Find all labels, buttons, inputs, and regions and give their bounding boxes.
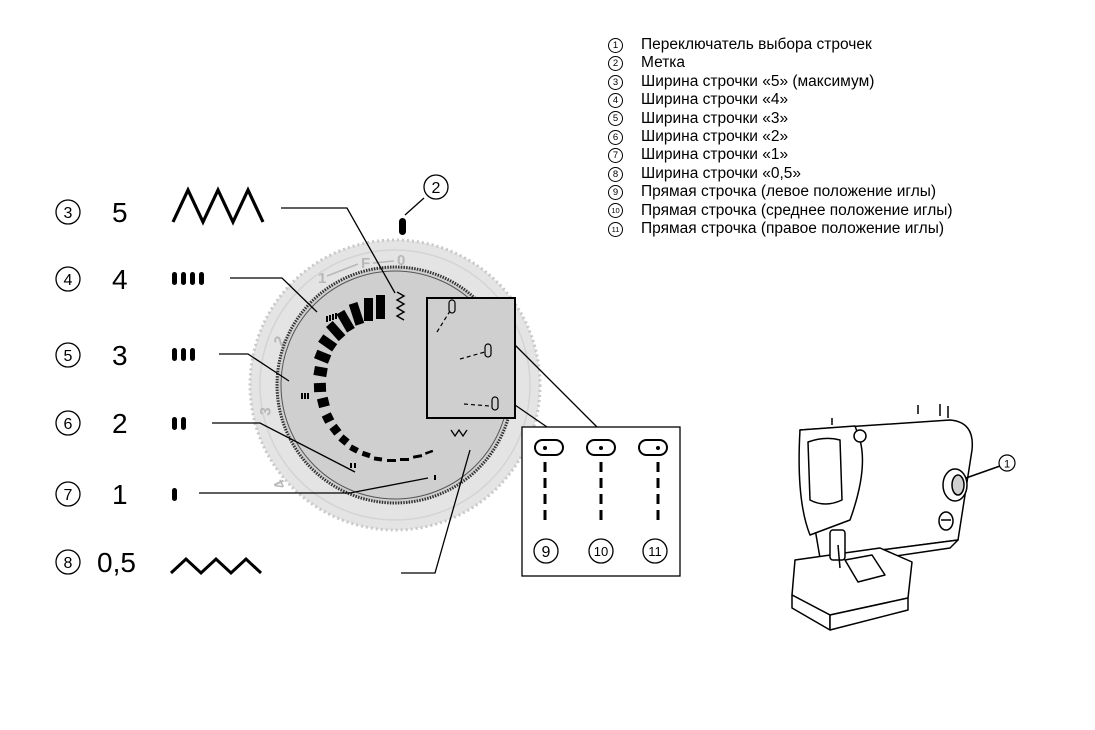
- dial-width-blocks: [313, 295, 434, 462]
- svg-text:9: 9: [542, 544, 551, 561]
- needle-position-window: [426, 297, 516, 419]
- svg-text:10: 10: [594, 544, 608, 559]
- legend-item: 9 Прямая строчка (левое положение иглы): [608, 183, 953, 201]
- svg-text:4: 4: [270, 476, 289, 491]
- width-row-marker: 7: [64, 487, 73, 504]
- zigzag-0-5-symbol: [169, 556, 263, 576]
- legend-item: 6 Ширина строчки «2»: [608, 128, 953, 146]
- width-row-marker: 8: [64, 555, 73, 572]
- legend-number: 5: [608, 111, 623, 127]
- legend-item: 8 Ширина строчки «0,5»: [608, 165, 953, 183]
- width-row-1: 7 1: [55, 479, 177, 510]
- bars-4-symbol: [172, 272, 204, 285]
- width-row-marker: 4: [64, 272, 73, 289]
- legend-text: Ширина строчки «2»: [641, 128, 789, 146]
- legend-text: Метка: [641, 54, 686, 72]
- legend-item: 5 Ширина строчки «3»: [608, 110, 953, 128]
- needle-position-center: [586, 439, 616, 526]
- svg-text:1: 1: [1004, 459, 1010, 471]
- legend-item: 11 Прямая строчка (правое положение иглы): [608, 220, 953, 238]
- leader-lines: [199, 207, 598, 574]
- dial-small-bars: [301, 313, 436, 480]
- bars-3-symbol: [172, 348, 195, 361]
- legend-item: 1 Переключатель выбора строчек: [608, 36, 953, 54]
- dial-zigzag-bottom: [450, 428, 468, 438]
- width-row-3: 5 3: [55, 340, 195, 371]
- width-row-2: 6 2: [55, 408, 186, 439]
- needle-position-left: [534, 439, 564, 526]
- width-row-0-5: 8 0,5: [55, 547, 263, 578]
- width-row-value: 5: [112, 197, 128, 228]
- legend-text: Ширина строчки «3»: [641, 109, 789, 127]
- legend-number: 4: [608, 92, 623, 108]
- width-row-value: 3: [112, 340, 128, 371]
- sewing-machine-illustration: [791, 404, 1001, 631]
- needle-position-labels: 9 10 11: [533, 538, 668, 564]
- legend-number: 11: [608, 221, 623, 237]
- bar-1-symbol: [172, 488, 177, 501]
- legend-text: Прямая строчка (среднее положение иглы): [641, 201, 953, 219]
- legend-text: Ширина строчки «1»: [641, 146, 789, 164]
- svg-text:11: 11: [648, 544, 662, 559]
- dial-zigzag-top: [395, 291, 406, 321]
- legend-item: 4 Ширина строчки «4»: [608, 91, 953, 109]
- legend-text: Прямая строчка (правое положение иглы): [641, 220, 945, 238]
- legend-text: Переключатель выбора строчек: [641, 36, 872, 53]
- width-row-marker: 3: [64, 205, 73, 222]
- legend-item: 3 Ширина строчки «5» (максимум): [608, 73, 953, 91]
- width-row-marker: 6: [64, 416, 73, 433]
- legend-text: Ширина строчки «0,5»: [641, 164, 801, 182]
- legend-number: 8: [608, 166, 623, 182]
- mark-callout-number: 2: [432, 180, 441, 197]
- width-row-5: 3 5: [55, 186, 265, 228]
- width-row-value: 2: [112, 408, 128, 439]
- window-needle-marks: [436, 299, 499, 411]
- width-row-value: 1: [112, 479, 128, 510]
- needle-position-right: [638, 439, 668, 526]
- width-row-marker: 5: [64, 348, 73, 365]
- needle-positions-panel: 9 10 11: [521, 426, 681, 577]
- stitch-selector-dial: 1 F 0 2 3 4: [248, 238, 542, 532]
- legend-item: 7 Ширина строчки «1»: [608, 146, 953, 164]
- svg-text:3: 3: [257, 407, 275, 417]
- svg-text:F: F: [361, 255, 370, 272]
- svg-text:1: 1: [318, 270, 326, 287]
- svg-text:0: 0: [397, 252, 405, 269]
- machine-callout: 1: [998, 454, 1016, 472]
- legend-number: 6: [608, 129, 623, 145]
- width-row-value: 4: [112, 264, 128, 295]
- mark-indicator: 2: [399, 174, 449, 235]
- legend-number: 1: [608, 37, 623, 53]
- legend-text: Ширина строчки «5» (максимум): [641, 72, 875, 90]
- legend-text: Ширина строчки «4»: [641, 91, 789, 109]
- legend-number: 9: [608, 184, 623, 200]
- legend-number: 7: [608, 148, 623, 164]
- width-row-4: 4 4: [55, 264, 204, 295]
- legend-number: 10: [608, 203, 623, 219]
- bars-2-symbol: [172, 417, 186, 430]
- legend-number: 3: [608, 74, 623, 90]
- legend-item: 10 Прямая строчка (среднее положение иглы…: [608, 202, 953, 220]
- legend-number: 2: [608, 56, 623, 72]
- legend-text: Прямая строчка (левое положение иглы): [641, 183, 937, 201]
- legend-item: 2 Метка: [608, 54, 953, 72]
- zigzag-5-symbol: [171, 186, 265, 226]
- width-row-value: 0,5: [97, 547, 136, 578]
